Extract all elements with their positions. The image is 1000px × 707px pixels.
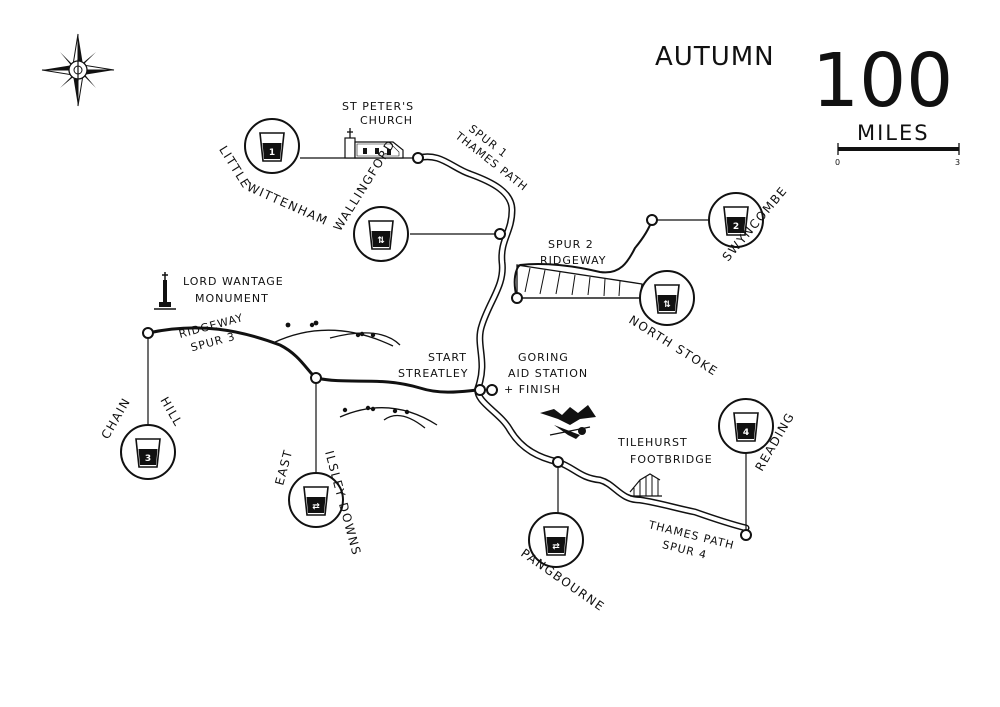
- node-swyncombe: [646, 214, 658, 226]
- title-word: AUTUMN: [655, 42, 775, 72]
- footbridge-label-line1: TILEHURST: [617, 436, 688, 449]
- title-number: 100: [812, 38, 953, 124]
- east-ilsley-label-line1: EAST: [272, 448, 295, 487]
- monument-label-line1: LORD WANTAGE: [183, 275, 284, 288]
- title-unit: MILES: [857, 121, 930, 145]
- station-chain-hill: 3: [120, 424, 176, 480]
- cup-icon: [135, 438, 161, 468]
- church-label-line1: ST PETER'S: [342, 100, 414, 113]
- church-label-line2: CHURCH: [360, 114, 413, 127]
- direction-arrows-icon: ⇅: [663, 300, 671, 310]
- little-wittenham-label-line2: WITTENHAM: [245, 180, 331, 228]
- node-spur1-end: [412, 152, 424, 164]
- chain-hill-label-line2: HILL: [157, 395, 185, 430]
- station-number: 2: [733, 222, 739, 232]
- aid-station-label: AID STATION: [508, 367, 588, 380]
- station-pangbourne: ⇄: [528, 512, 584, 568]
- start-label: START: [428, 351, 467, 364]
- station-north-stoke: ⇅: [639, 270, 695, 326]
- station-east-ilsley: ⇄: [288, 472, 344, 528]
- scale-start-label: 0: [835, 158, 840, 167]
- cup-icon: [733, 412, 759, 442]
- node-chain-hill: [142, 327, 154, 339]
- footbridge-icon: [629, 473, 662, 497]
- node-east-ilsley: [310, 372, 322, 384]
- cup-icon: [368, 220, 394, 250]
- cup-icon: [303, 486, 329, 516]
- monument-label-line2: MONUMENT: [195, 292, 269, 305]
- cup-icon: [259, 132, 285, 162]
- witch-icon: [540, 405, 596, 439]
- goring-label: GORING: [518, 351, 569, 364]
- node-streatley: [474, 384, 486, 396]
- station-number: 3: [145, 454, 151, 464]
- station-number: 1: [269, 148, 275, 158]
- start-finish-labels: START STREATLEY GORING AID STATION + FIN…: [398, 351, 588, 396]
- cup-icon: [543, 526, 569, 556]
- node-pangbourne: [552, 456, 564, 468]
- direction-arrows-icon: ⇄: [552, 542, 560, 552]
- node-goring: [486, 384, 498, 396]
- station-reading: 4: [718, 398, 774, 454]
- direction-arrows-icon: ⇅: [377, 236, 385, 246]
- hills-decoration: [272, 320, 438, 429]
- direction-arrows-icon: ⇄: [312, 502, 320, 512]
- route-nodes: [142, 152, 752, 541]
- spur2-label-line2: RIDGEWAY: [540, 254, 607, 267]
- station-number: 4: [743, 428, 749, 438]
- node-north-stoke: [511, 292, 523, 304]
- river-thames: [414, 153, 750, 532]
- node-wallingford: [494, 228, 506, 240]
- church-icon: [344, 128, 404, 159]
- station-little-wittenham: 1: [244, 118, 300, 174]
- station-wallingford: ⇅: [353, 206, 409, 262]
- escarpment-hatching: [516, 264, 643, 299]
- monument-icon: [154, 272, 176, 310]
- cup-icon: [654, 284, 680, 314]
- scale-bar: 0 3: [835, 143, 960, 167]
- spur2-label-line1: SPUR 2: [548, 238, 594, 251]
- finish-label: + FINISH: [504, 383, 561, 396]
- node-reading: [740, 529, 752, 541]
- compass-rose-icon: [41, 33, 115, 107]
- connector-lines: [147, 157, 747, 535]
- streatley-label: STREATLEY: [398, 367, 468, 380]
- scale-end-label: 3: [955, 158, 960, 167]
- cup-icon: [723, 206, 749, 236]
- footbridge-label-line2: FOOTBRIDGE: [630, 453, 713, 466]
- aid-stations: 1 ⇅ 2 ⇅ 3 ⇄ ⇄ 4: [120, 118, 774, 568]
- station-swyncombe: 2: [708, 192, 764, 248]
